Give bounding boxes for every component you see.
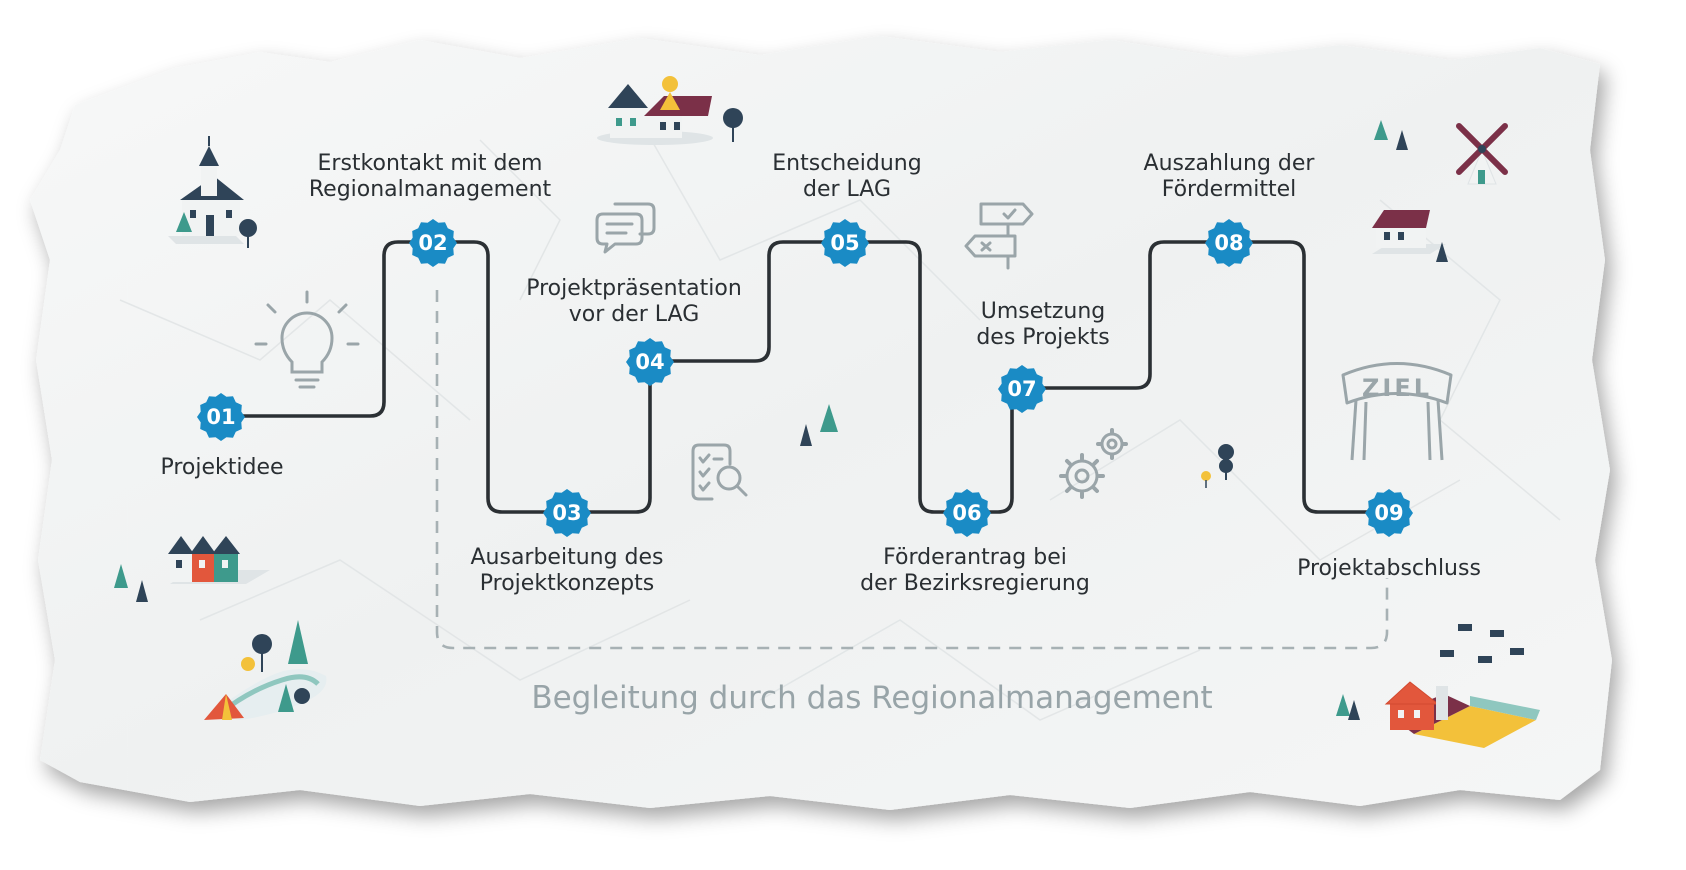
step-05-badge bbox=[821, 219, 869, 267]
checklist-search-icon bbox=[691, 443, 748, 501]
step-04-badge bbox=[626, 338, 674, 386]
step-03: 03 Ausarbeitung des Projektkonzepts bbox=[470, 489, 664, 596]
accompaniment-label: Begleitung durch das Regionalmanagement bbox=[531, 680, 1212, 716]
river-camp-illustration bbox=[204, 620, 327, 720]
step-06-label-line2: der Bezirksregierung bbox=[860, 571, 1090, 596]
farm-field-illustration bbox=[1336, 624, 1540, 748]
step-09: 09 Projektabschluss bbox=[1297, 489, 1481, 581]
step-02-label-line1: Erstkontakt mit dem bbox=[318, 151, 543, 176]
step-04-number: 04 bbox=[635, 350, 664, 374]
step-08-label-line1: Auszahlung der bbox=[1144, 151, 1316, 176]
finish-arch-icon: ZIEL bbox=[1341, 362, 1453, 461]
step-04-label-line2: vor der LAG bbox=[569, 302, 700, 327]
step-06-badge bbox=[943, 489, 991, 537]
step-06-number: 06 bbox=[952, 501, 981, 525]
gears-icon bbox=[1059, 428, 1128, 499]
trees-center-illustration bbox=[800, 404, 1234, 488]
step-08: 08 Auszahlung der Fördermittel bbox=[1144, 151, 1316, 267]
step-09-badge bbox=[1365, 489, 1413, 537]
step-05-label-line2: der LAG bbox=[803, 177, 891, 202]
step-04-label-line1: Projektpräsentation bbox=[526, 276, 742, 301]
step-01: 01 Projektidee bbox=[160, 393, 284, 480]
step-05-number: 05 bbox=[830, 231, 859, 255]
step-07: 07 Umsetzung des Projekts bbox=[976, 299, 1110, 413]
step-08-number: 08 bbox=[1214, 231, 1243, 255]
step-07-label-line2: des Projekts bbox=[976, 325, 1109, 350]
step-06: 06 Förderantrag bei der Bezirksregierung bbox=[860, 489, 1090, 596]
step-02: 02 Erstkontakt mit dem Regionalmanagemen… bbox=[309, 151, 552, 267]
step-02-label-line2: Regionalmanagement bbox=[309, 177, 552, 202]
step-08-label-line2: Fördermittel bbox=[1162, 177, 1297, 202]
finish-sign-text: ZIEL bbox=[1362, 374, 1432, 402]
step-01-number: 01 bbox=[206, 405, 235, 429]
row-houses-illustration bbox=[114, 536, 270, 602]
step-01-label: Projektidee bbox=[160, 455, 283, 480]
step-04: 04 Projektpräsentation vor der LAG bbox=[526, 276, 742, 386]
step-03-number: 03 bbox=[552, 501, 581, 525]
church-illustration bbox=[168, 136, 257, 248]
step-08-badge bbox=[1205, 219, 1253, 267]
step-01-badge bbox=[197, 393, 245, 441]
step-07-label-line1: Umsetzung bbox=[981, 299, 1106, 324]
step-06-label-line1: Förderantrag bei bbox=[883, 545, 1067, 570]
step-07-badge bbox=[998, 365, 1046, 413]
step-05: 05 Entscheidung der LAG bbox=[772, 151, 922, 267]
step-09-label: Projektabschluss bbox=[1297, 556, 1481, 581]
step-03-badge bbox=[543, 489, 591, 537]
step-09-number: 09 bbox=[1374, 501, 1403, 525]
step-07-number: 07 bbox=[1007, 377, 1036, 401]
step-02-number: 02 bbox=[418, 231, 447, 255]
step-03-label-line2: Projektkonzepts bbox=[480, 571, 654, 596]
speech-bubbles-icon bbox=[595, 202, 656, 254]
windmill-illustration bbox=[1374, 120, 1508, 185]
step-02-badge bbox=[409, 219, 457, 267]
accompaniment-bracket bbox=[435, 290, 1389, 650]
lightbulb-icon bbox=[254, 290, 360, 389]
step-03-label-line1: Ausarbeitung des bbox=[470, 545, 663, 570]
village-houses-illustration bbox=[597, 76, 743, 145]
farmhouse-illustration bbox=[1372, 210, 1448, 262]
step-05-label-line1: Entscheidung bbox=[772, 151, 921, 176]
signpost-icon bbox=[964, 202, 1034, 270]
